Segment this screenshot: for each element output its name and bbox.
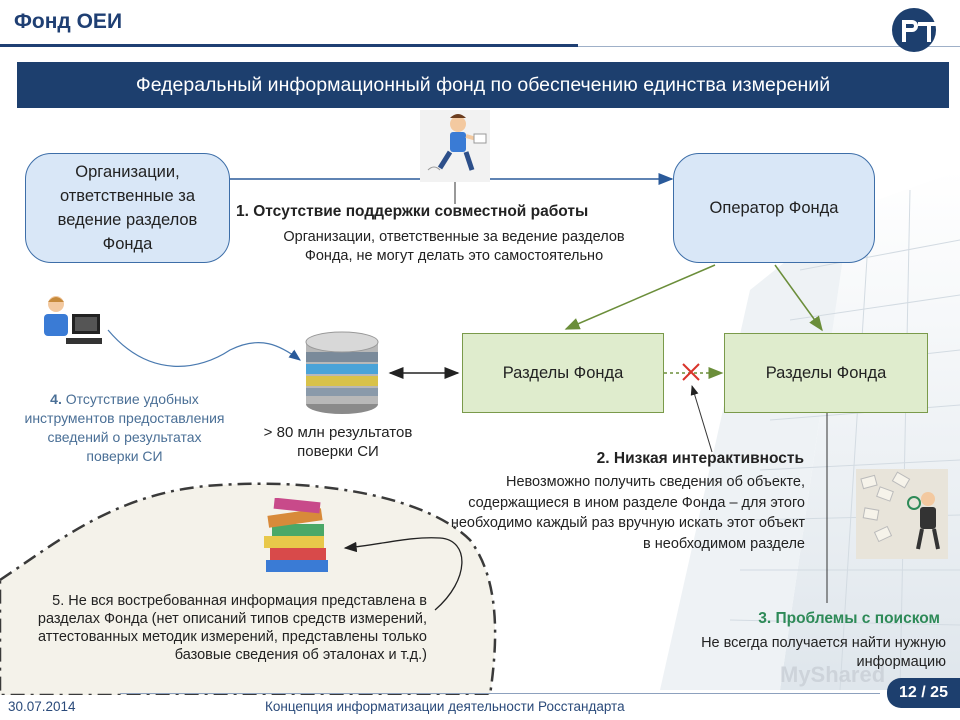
banner: Федеральный информационный фонд по обесп… <box>17 62 949 108</box>
problem5-text: 5. Не вся востребованная информация пред… <box>37 593 427 663</box>
highlight-region <box>0 482 497 695</box>
operator-to-section-a-arrow <box>564 264 716 330</box>
database-icon <box>305 331 379 414</box>
books-pointer <box>343 537 463 611</box>
problem1-text: Организации, ответственные за ведение ра… <box>283 229 625 264</box>
problem1-title: 1. Отсутствие поддержки совместной работ… <box>236 203 589 220</box>
footer-divider <box>120 693 880 694</box>
header-divider <box>0 44 578 47</box>
problem3-title: 3. Проблемы с поиском <box>758 610 940 627</box>
cross-icon <box>682 363 700 381</box>
rst-logo <box>892 8 940 52</box>
organizations-box-text: Организации, ответственные за ведение ра… <box>57 163 198 253</box>
banner-text: Федеральный информационный фонд по обесп… <box>135 73 831 96</box>
books-icon <box>264 498 328 572</box>
section-box-b: Разделы Фонда <box>724 333 928 413</box>
page-title: Фонд ОЕИ <box>14 10 123 33</box>
watermark: MyShared <box>780 662 886 687</box>
problem4-text: Отсутствие удобных инструментов предоста… <box>24 391 225 464</box>
building-background <box>660 170 960 690</box>
user-to-database-curve <box>107 329 301 367</box>
computer-user-icon <box>44 296 102 344</box>
problem3-text: Не всегда получается найти нужную информ… <box>701 635 946 670</box>
footer-date: 30.07.2014 <box>8 699 76 714</box>
section-box-a-label: Разделы Фонда <box>502 363 624 382</box>
problem2-text: Невозможно получить сведения об объекте,… <box>450 474 805 552</box>
search-man-icon <box>856 469 948 559</box>
section-box-a: Разделы Фонда <box>462 333 664 413</box>
operator-box-text: Оператор Фонда <box>709 199 839 217</box>
operator-box: Оператор Фонда <box>673 153 875 263</box>
problem4-text-block: 4. Отсутствие удобных инструментов предо… <box>22 390 227 466</box>
problem2-pointer <box>690 385 713 453</box>
header-divider-thin <box>578 46 960 47</box>
operator-to-section-b-arrow <box>774 264 823 332</box>
organizations-box: Организации, ответственные за ведение ра… <box>25 153 230 263</box>
section-box-b-label: Разделы Фонда <box>765 363 887 382</box>
running-man-icon <box>420 110 490 182</box>
footer-title: Концепция информатизации деятельности Ро… <box>265 699 625 714</box>
database-label: > 80 млн результатов поверки СИ <box>263 424 413 460</box>
page-number: 12 / 25 <box>899 684 948 701</box>
page-number-badge: 12 / 25 <box>887 678 960 708</box>
problem2-title: 2. Низкая интерактивность <box>596 450 804 467</box>
problem4-number: 4. <box>50 391 62 407</box>
